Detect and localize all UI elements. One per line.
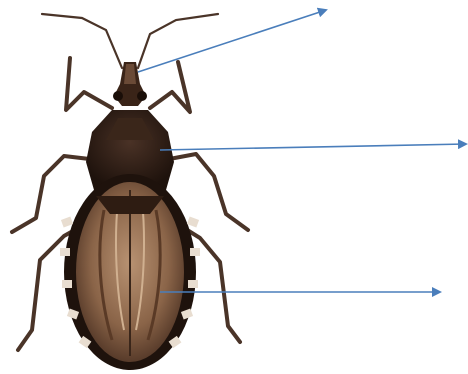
head [113, 62, 147, 106]
wings [76, 182, 184, 362]
arrow-head [138, 10, 326, 72]
left-eye [113, 91, 123, 101]
right-eye [137, 91, 147, 101]
arrow-thorax [160, 144, 466, 150]
